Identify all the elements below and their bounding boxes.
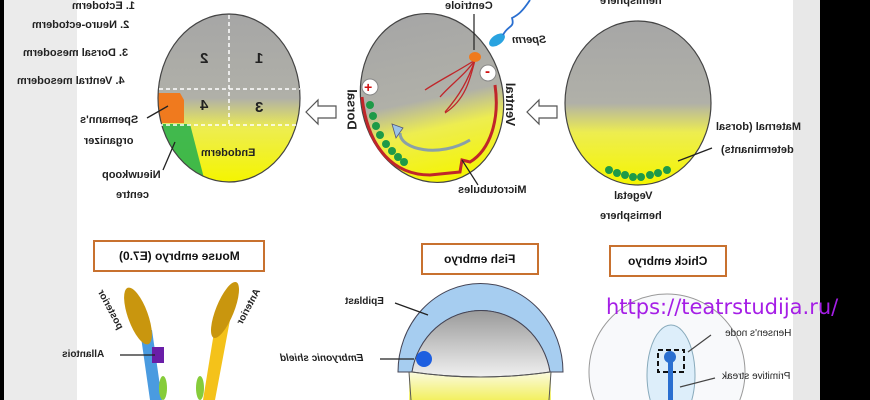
quadrant-2: 2 <box>200 50 209 67</box>
chick-embryo-title: Chick embryo <box>609 245 727 277</box>
mouse-title-text: Mouse embryo (E7.0) <box>118 249 240 263</box>
mouse-embryo-title: Mouse embryo (E7.0) <box>93 240 265 272</box>
legend-ectoderm: 1. Ectoderm <box>72 0 135 12</box>
quadrant-4: 4 <box>200 97 209 114</box>
chick-embryo-graphic <box>588 293 746 400</box>
primitive-streak-label: Primitive streak <box>722 371 791 382</box>
centriole-label: Centriole <box>445 0 493 12</box>
legend-dorsal-mesoderm: 3. Dorsal mesoderm <box>23 47 129 59</box>
epiblast-label: Epiblast <box>345 296 384 307</box>
nieuwkoop-label-1: Nieuwkoop <box>102 169 161 181</box>
animal-hemisphere-label: hemisphere <box>600 0 662 7</box>
legend-ventral-mesoderm: 4. Ventral mesoderm <box>17 75 125 87</box>
hollow-arrow-left-icon <box>305 98 337 126</box>
embryonic-shield-label: Embryonic shield <box>280 353 364 364</box>
microtubules-label: Microtubules <box>458 184 527 196</box>
vegetal-label-2: hemisphere <box>600 210 662 222</box>
quadrant-3: 3 <box>255 99 264 116</box>
allantois-label: Allantois <box>62 349 105 360</box>
right-embryo-graphic <box>564 20 713 186</box>
minus-end-icon: - <box>485 63 490 80</box>
maternal-label-2: determinants) <box>721 144 794 156</box>
maternal-label-1: Maternal (dorsal <box>716 121 801 133</box>
chick-title-text: Chick embryo <box>628 254 708 268</box>
vegetal-label-1: Vegetal <box>614 190 653 202</box>
nieuwkoop-label-2: centre <box>116 189 150 201</box>
mouse-embryo-graphic <box>120 281 239 400</box>
middle-embryo-graphic <box>359 0 531 186</box>
fish-embryo-title: Fish embryo <box>421 243 539 275</box>
watermark-link: https://teatrstudija.ru/ <box>606 295 839 319</box>
hollow-arrow-left-icon <box>526 98 558 126</box>
right-edge <box>820 0 870 400</box>
left-margin <box>4 0 77 400</box>
legend-neuro-ectoderm: 2. Neuro-ectoderm <box>32 19 130 31</box>
hensens-node-label: Hensen's node <box>725 328 792 339</box>
quadrant-1: 1 <box>255 50 264 67</box>
dorsal-label: Dorsal <box>344 89 360 130</box>
right-margin <box>793 0 820 400</box>
left-edge <box>0 0 4 400</box>
endoderm-label: Endoderm <box>201 147 256 159</box>
fish-title-text: Fish embryo <box>444 252 516 266</box>
organizer-label-2: organizer <box>84 135 134 147</box>
plus-end-icon: + <box>364 79 373 95</box>
organizer-label-1: Spemann's <box>80 114 139 126</box>
sperm-label: Sperm <box>512 34 547 46</box>
ventral-label: Ventral <box>503 82 519 127</box>
fish-embryo-graphic <box>380 282 564 400</box>
